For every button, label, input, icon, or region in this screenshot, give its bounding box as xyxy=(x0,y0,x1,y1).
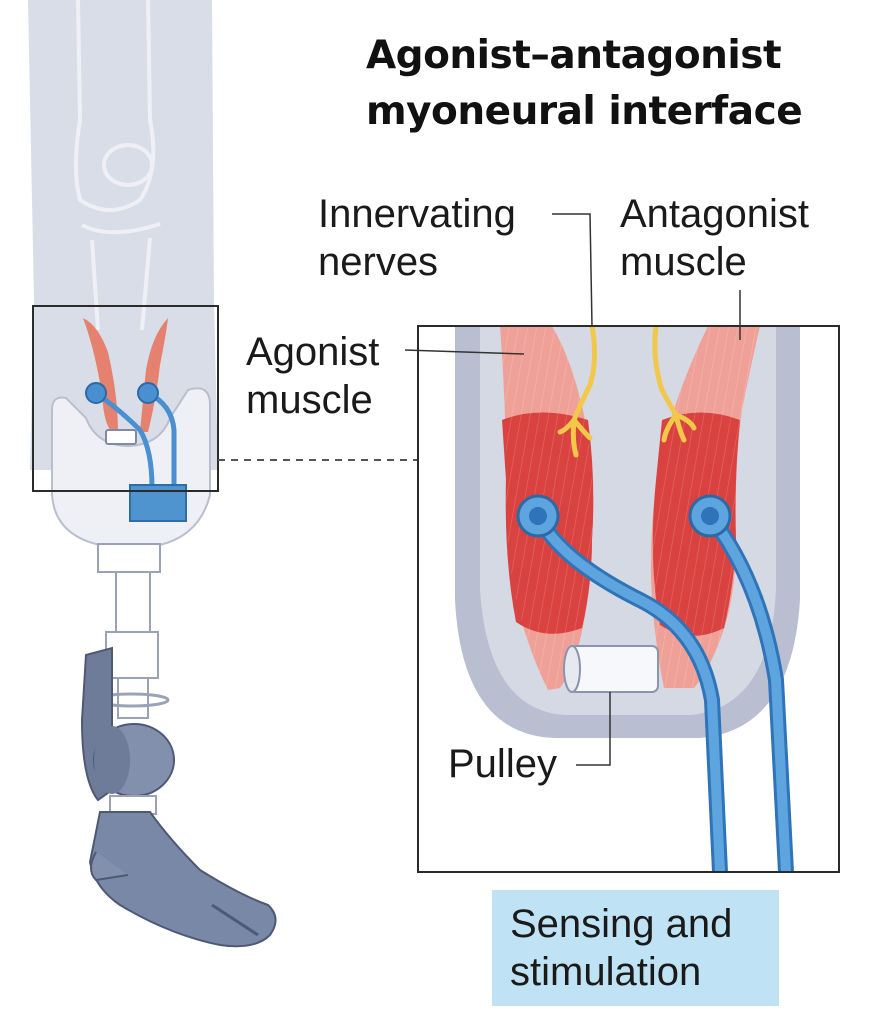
zoom-source-frame xyxy=(32,305,219,492)
label-innervating-nerves: Innervating nerves xyxy=(318,190,516,286)
mini-electrode-2 xyxy=(137,382,159,404)
diagram-title: Agonist–antagonist myoneural interface xyxy=(366,28,803,140)
zoom-panel-frame xyxy=(417,325,840,873)
residual-limb xyxy=(28,0,218,470)
title-line-1: Agonist–antagonist xyxy=(366,33,782,78)
electrode-antagonist xyxy=(688,494,732,538)
electrode-agonist xyxy=(516,494,560,538)
mini-electrode-1 xyxy=(85,382,107,404)
label-line: Agonist xyxy=(246,330,380,374)
ankle-joint-face xyxy=(94,726,130,794)
sensing-callout: Sensing and stimulation xyxy=(492,890,779,1006)
callout-line-2: stimulation xyxy=(510,950,702,994)
leader-nerves xyxy=(552,213,593,327)
label-line: Antagonist xyxy=(620,192,810,236)
leader-lines xyxy=(404,213,741,766)
label-line: muscle xyxy=(620,240,747,284)
label-antagonist-muscle: Antagonist muscle xyxy=(620,190,809,286)
ami-zoom-panel xyxy=(417,325,840,873)
foot-split xyxy=(211,903,259,937)
label-pulley: Pulley xyxy=(448,742,557,786)
prosthetic-foot xyxy=(88,811,277,948)
pylon-lower xyxy=(117,677,149,719)
leader-agonist xyxy=(404,349,525,355)
pulley xyxy=(563,645,659,693)
innervating-nerves xyxy=(557,326,697,458)
mini-pulley xyxy=(105,429,137,445)
label-line: muscle xyxy=(246,378,373,422)
pylon-adapter xyxy=(97,543,161,573)
foot-heel xyxy=(90,851,129,882)
label-agonist-muscle: Agonist muscle xyxy=(246,328,379,424)
callout-line-1: Sensing and xyxy=(510,902,733,946)
pylon xyxy=(115,571,151,635)
mini-lead-1 xyxy=(94,390,155,489)
label-line: Innervating xyxy=(318,192,516,236)
electrode-lead-1-inner xyxy=(533,513,725,872)
prosthetic-leg-illustration xyxy=(28,0,277,948)
knee-bones xyxy=(74,0,161,331)
pylon-clamp xyxy=(105,631,159,679)
agonist-muscle xyxy=(500,326,594,690)
label-line: nerves xyxy=(318,240,439,284)
leader-pulley xyxy=(576,692,611,766)
title-line-2: myoneural interface xyxy=(366,89,803,134)
